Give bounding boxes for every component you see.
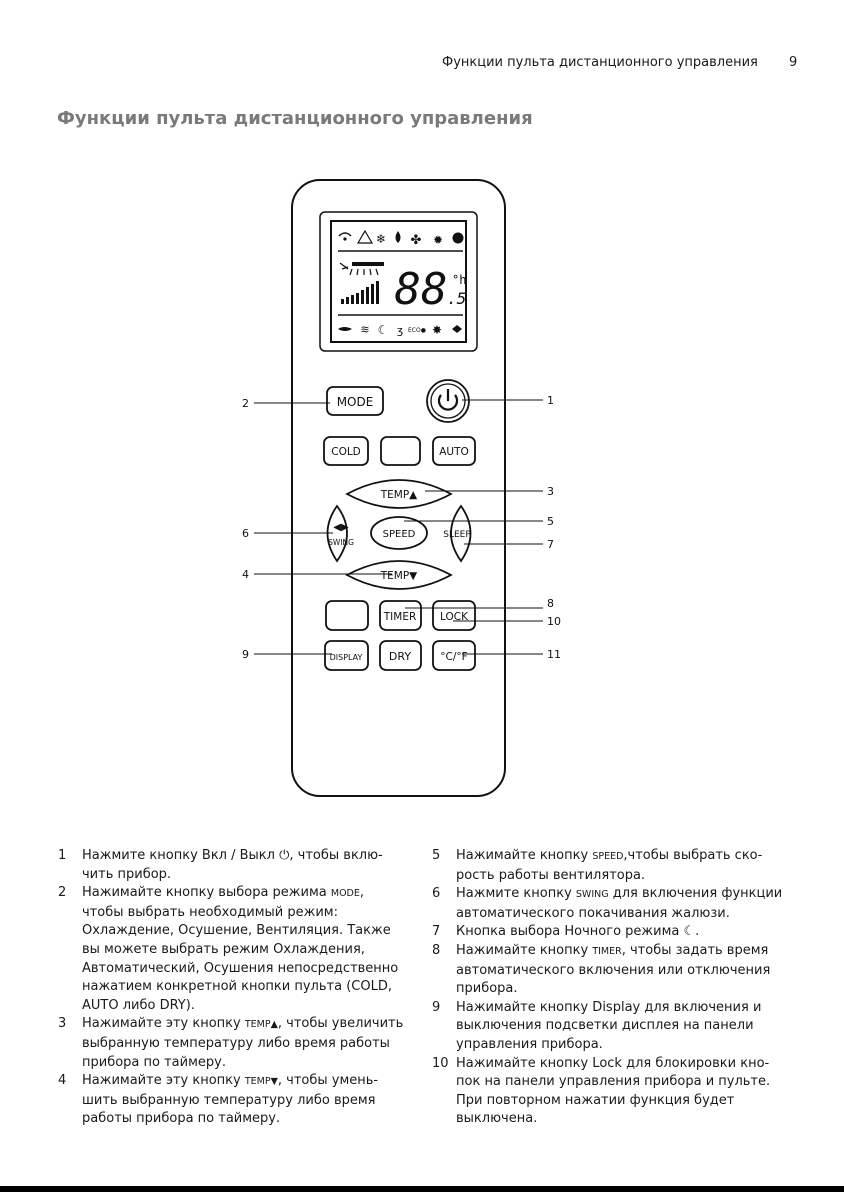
bottom-rule [0,1186,844,1192]
svg-text:SPEED: SPEED [383,529,416,540]
lcd-mode-icons: ❄ ✤ ✹ [338,229,464,248]
moon-icon: ☾ [683,924,696,940]
heat-circle-icon [452,232,464,244]
lock-button[interactable]: LOCK [432,600,476,631]
auto-mode-icon [338,232,352,237]
remote-diagram: ❄ ✤ ✹ 88 °h .5 ≋ ☾ ʒ ECO● ✸ MODE [242,179,561,797]
list-item: 1 Нажмите кнопку Вкл / Выкл ⏻, чтобы вкл… [58,848,383,882]
mode-button[interactable]: MODE [326,386,384,416]
callout-8: 8 [547,597,554,610]
swing-button[interactable]: ◀▶ SWING [326,504,355,563]
triangle-icon [356,229,374,244]
ear-icon: ʒ [397,324,403,337]
callout-4: 4 [242,568,249,581]
blank-button-2[interactable] [325,600,369,631]
lcd-fan-speed-bars [341,281,379,304]
eco-icon: ECO● [408,327,426,334]
timer-button[interactable]: TIMER [379,600,422,631]
snowflake-icon: ❄ [376,232,386,246]
svg-text:TEMP▲: TEMP▲ [380,489,418,501]
power-button[interactable] [426,379,470,423]
list-item: 2 Нажимайте кнопку выбора режима MODE, ч… [58,885,399,1013]
right-instruction-list: 5 Нажимайте кнопку SPEED,чтобы выбрать с… [432,847,784,1129]
lcd-screen [330,220,467,343]
sun-icon: ✹ [433,233,443,247]
list-item: 8 Нажимайте кнопку TIMER, чтобы задать в… [432,942,771,997]
callout-3: 3 [547,485,554,498]
callout-1: 1 [547,394,554,407]
list-item: 7 Кнопка выбора Ночного режима ☾. [432,924,700,940]
list-item: 4 Нажимайте эту кнопку TEMP▼, чтобы умен… [58,1073,379,1127]
page-number: 9 [789,55,798,70]
lcd-digits: 88 [395,264,448,315]
dry-button[interactable]: DRY [379,640,422,671]
sleep-button[interactable]: SLEEP [443,504,472,563]
list-item: 10 Нажимайте кнопку Lock для блокировки … [432,1055,771,1127]
power-icon [437,394,459,411]
moon-icon: ☾ [378,323,389,337]
fan-icon: ✤ [411,233,422,248]
drop-icon [395,231,401,243]
list-item: 9 Нажимайте кнопку Display для включения… [432,999,762,1052]
diamond-icon [452,325,462,333]
svg-text:SLEEP: SLEEP [443,530,471,540]
callout-lines [254,399,543,655]
callout-2: 2 [242,397,249,410]
section-title: Функции пульта дистанционного управления [57,108,533,129]
list-item: 6 Нажмите кнопку SWING для включения фун… [432,886,783,921]
callout-5: 5 [547,515,554,528]
svg-text:COLD: COLD [331,446,361,458]
wave-icon: ≋ [360,323,369,336]
lcd-status-icons: ≋ ☾ ʒ ECO● ✸ [338,323,462,337]
swing-icon: SWING [575,889,609,901]
leaf-icon [338,327,352,331]
cold-button[interactable]: COLD [323,436,369,466]
svg-text:SWING: SWING [328,538,354,547]
callout-11: 11 [547,648,561,661]
star-icon: ✸ [432,323,442,337]
callout-6: 6 [242,527,249,540]
temp-up-button[interactable]: TEMP▲ [345,479,453,509]
blank-button[interactable] [380,436,421,466]
lcd-louver-icon [339,262,384,276]
svg-text:AUTO: AUTO [439,446,469,458]
cf-button[interactable]: °C/°F [432,640,476,671]
list-item: 3 Нажимайте эту кнопку TEMP▲, чтобы увел… [58,1016,404,1070]
temp-down-button[interactable]: TEMP▼ [345,560,453,590]
svg-text:DRY: DRY [389,650,411,663]
svg-text:TEMP▼: TEMP▼ [380,570,418,582]
power-icon: ⏻ [279,848,290,863]
svg-text:TIMER: TIMER [383,611,417,623]
swing-arrows-icon: ◀▶ [333,522,349,533]
svg-text:LOCK: LOCK [440,611,469,623]
speed-button[interactable]: SPEED [370,516,428,550]
running-header: Функции пульта дистанционного управления [442,55,758,70]
svg-text:MODE: MODE [337,395,374,409]
lcd-decimal: .5 [447,289,466,308]
left-instruction-list: 1 Нажмите кнопку Вкл / Выкл ⏻, чтобы вкл… [58,847,408,1129]
lcd-unit: °h [452,273,466,287]
display-button[interactable]: DISPLAY [324,640,369,671]
callout-10: 10 [547,615,561,628]
svg-text:°C/°F: °C/°F [440,651,467,663]
auto-dot-icon [343,237,347,241]
callout-9: 9 [242,648,249,661]
auto-button[interactable]: AUTO [432,436,476,466]
svg-text:DISPLAY: DISPLAY [330,653,363,662]
list-item: 5 Нажимайте кнопку SPEED,чтобы выбрать с… [432,848,763,883]
callout-7: 7 [547,538,554,551]
